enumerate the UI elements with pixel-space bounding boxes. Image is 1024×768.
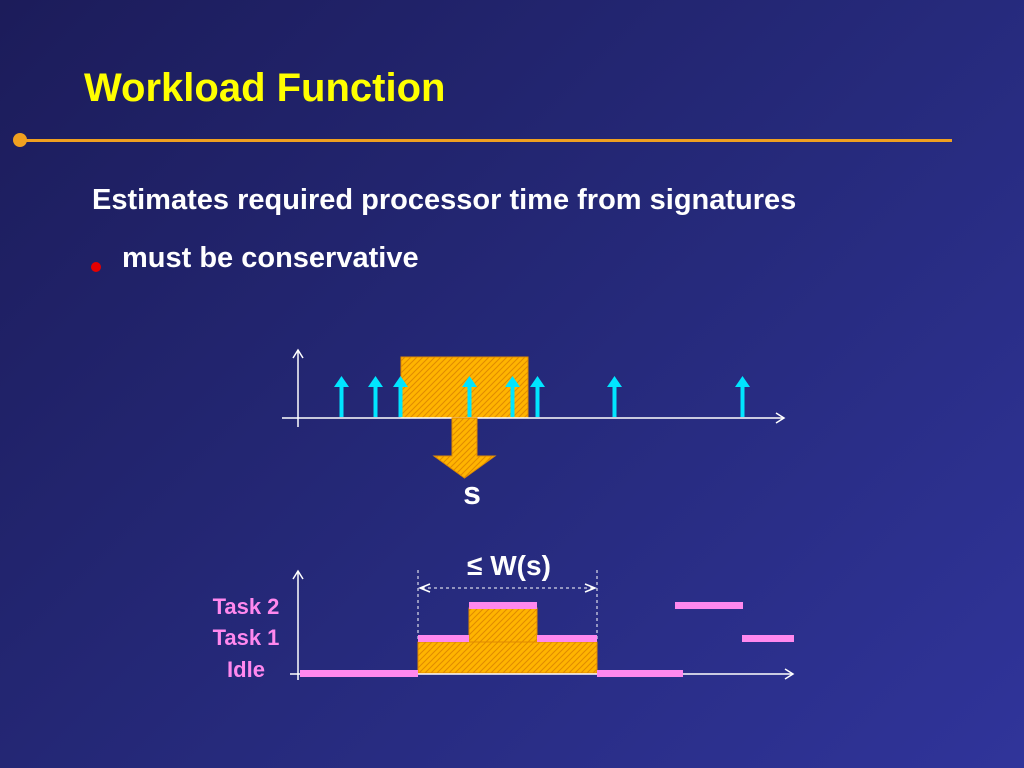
task-label-1: Task 1	[213, 625, 280, 650]
workload-steps	[417, 607, 598, 674]
title-rule-dot	[13, 133, 27, 147]
event-arrows	[334, 376, 750, 417]
event-arrow	[368, 376, 383, 417]
down-arrow-icon	[432, 417, 497, 479]
task1-segment	[537, 635, 597, 642]
event-arrow	[505, 376, 520, 417]
event-arrow	[735, 376, 750, 417]
bullet-text: must be conservative	[122, 242, 419, 274]
signature-label: s	[463, 475, 481, 511]
event-arrow	[462, 376, 477, 417]
event-arrow	[393, 376, 408, 417]
event-arrow	[607, 376, 622, 417]
task-label-idle: Idle	[227, 657, 265, 682]
task-segments	[300, 602, 794, 677]
task2-segment	[469, 602, 537, 609]
task-labels: Task 2 Task 1 Idle	[213, 594, 280, 682]
slide-title: Workload Function	[84, 66, 446, 110]
slide-subtitle: Estimates required processor time from s…	[92, 184, 797, 216]
upper-axes	[282, 348, 786, 427]
idle-segment	[300, 670, 418, 677]
task1-segment	[742, 635, 794, 642]
bullet-dot	[91, 262, 101, 272]
workload-label: ≤ W(s)	[467, 550, 551, 581]
task-label-2: Task 2	[213, 594, 280, 619]
task1-segment	[418, 635, 469, 642]
idle-segment	[597, 670, 683, 677]
signature-window	[400, 356, 529, 419]
event-arrow	[530, 376, 545, 417]
task2-segment	[675, 602, 743, 609]
title-rule	[20, 139, 952, 142]
event-arrow	[334, 376, 349, 417]
